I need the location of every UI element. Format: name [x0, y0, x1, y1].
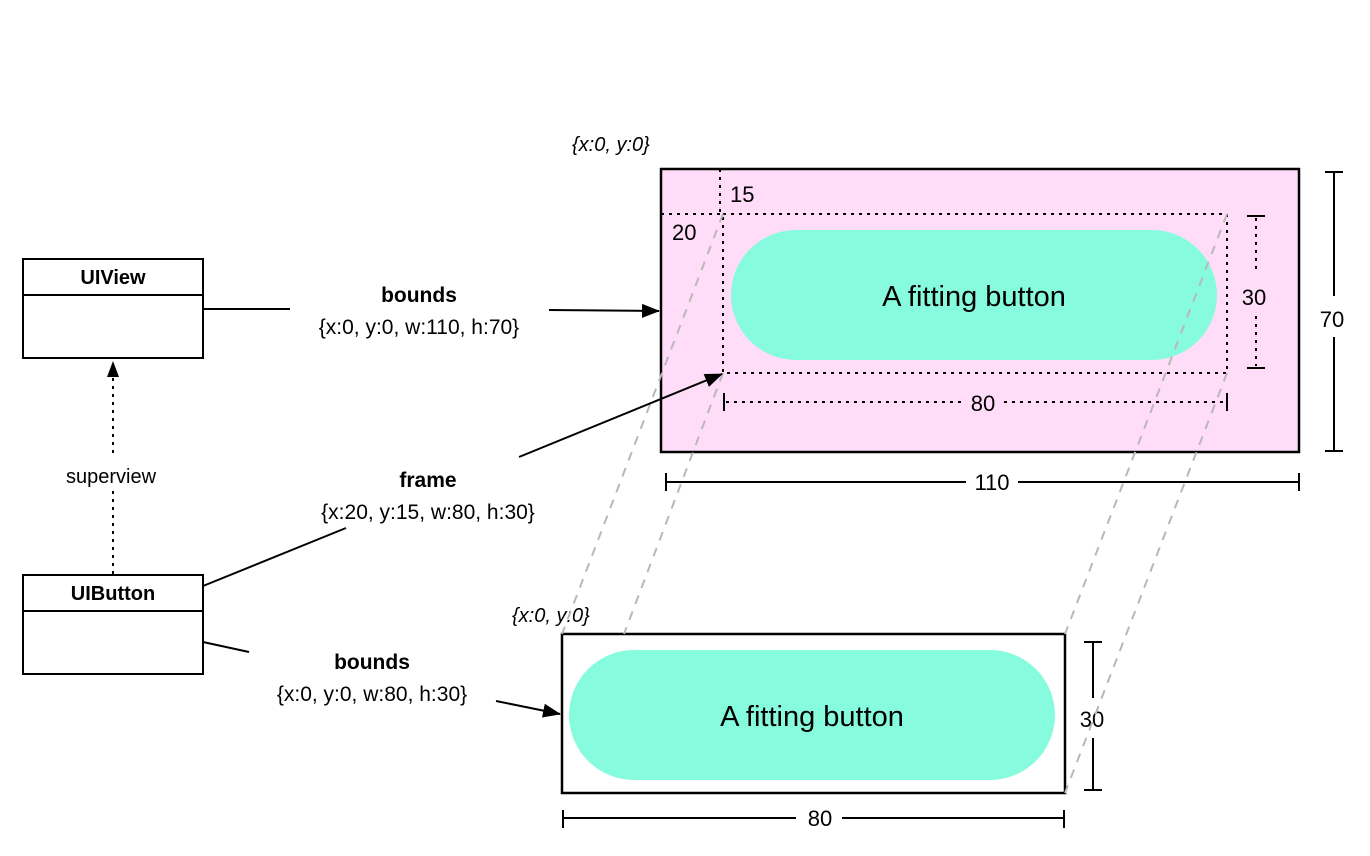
- offset-x-label: 20: [672, 220, 696, 245]
- projection-line-bottom-right: [1064, 372, 1228, 794]
- superview-relation: superview: [66, 361, 157, 574]
- superview-label: superview: [66, 466, 157, 488]
- frame-height-dimension: 30: [1242, 215, 1266, 369]
- view-width-label: 110: [974, 470, 1009, 495]
- projection-line-top-left: [561, 213, 724, 635]
- button-frame-value: {x:20, y:15, w:80, h:30}: [321, 501, 535, 524]
- fitting-button-standalone[interactable]: [569, 650, 1055, 780]
- projection-line-bottom-left: [623, 372, 724, 635]
- uiview-class-box[interactable]: UIView: [22, 258, 204, 359]
- button-origin-label: {x:0, y:0}: [512, 605, 590, 627]
- view-height-dimension: 70: [1320, 171, 1344, 452]
- projection-line-top-right: [1064, 213, 1228, 635]
- uiview-class-title: UIView: [80, 267, 146, 289]
- uibutton-class-box[interactable]: UIButton: [22, 574, 204, 675]
- uibutton-class-title: UIButton: [71, 583, 155, 605]
- view-bounds-relation: bounds {x:0, y:0, w:110, h:70}: [203, 284, 660, 339]
- button-frame-connector: [202, 527, 347, 587]
- view-width-dimension: 110: [665, 470, 1300, 495]
- button-bounds-relation: bounds {x:0, y:0, w:80, h:30}: [202, 641, 561, 718]
- button-height-dimension: 30: [1080, 641, 1104, 791]
- projection-lines: [561, 213, 1228, 794]
- button-width-label: 80: [808, 806, 832, 831]
- view-bounds-arrow: [548, 303, 660, 318]
- button-frame-title: frame: [399, 469, 456, 492]
- standalone-button-label: A fitting button: [720, 701, 904, 733]
- view-bounds-title: bounds: [381, 284, 457, 307]
- button-bounds-panel: A fitting button 30 80 {x:0, y:0}: [512, 605, 1104, 831]
- button-width-dimension: 80: [562, 806, 1065, 831]
- button-bounds-connector: [202, 641, 250, 653]
- frame-width-label: 80: [971, 391, 995, 416]
- view-bounds-panel: 15 20 A fitting button 30 80: [572, 134, 1344, 495]
- view-height-label: 70: [1320, 307, 1344, 332]
- view-origin-label: {x:0, y:0}: [572, 134, 650, 156]
- button-bounds-arrow: [495, 700, 561, 718]
- frame-width-dimension: 80: [723, 391, 1228, 416]
- fitting-button-label: A fitting button: [882, 281, 1066, 313]
- button-bounds-title: bounds: [334, 651, 410, 674]
- button-height-label: 30: [1080, 707, 1104, 732]
- button-bounds-value: {x:0, y:0, w:80, h:30}: [277, 683, 467, 706]
- view-bounds-value: {x:0, y:0, w:110, h:70}: [319, 316, 519, 339]
- superview-arrowhead-icon: [107, 361, 119, 377]
- fitting-button-in-view[interactable]: [731, 230, 1217, 360]
- button-frame-rect: [722, 213, 1228, 374]
- button-frame-arrow: [518, 373, 723, 458]
- offset-y-label: 15: [730, 182, 754, 207]
- button-frame-relation: frame {x:20, y:15, w:80, h:30}: [202, 373, 723, 587]
- frame-height-label: 30: [1242, 285, 1266, 310]
